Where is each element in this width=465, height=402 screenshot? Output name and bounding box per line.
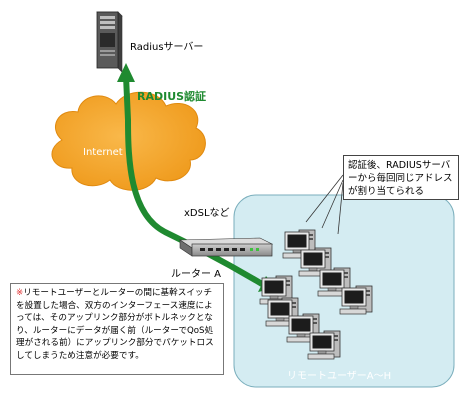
radius-auth-arrow [123,73,265,287]
address-assignment-note: 認証後、RADIUSサーバーから毎回同じアドレスが割り当てられる [343,155,459,200]
radius-server-label: Radiusサーバー [130,42,204,53]
router-a-label: ルーター A [171,269,222,280]
arrow-head-top [117,63,135,82]
callout-line [337,182,344,235]
internet-label: Internet [83,147,123,158]
desktop-pc-icon [307,330,341,360]
xdsl-label: xDSLなど [184,208,230,219]
note-text: リモートユーザーとルーターの間に基幹スイッチを設置した場合、双方のインターフェー… [16,288,214,361]
note-asterisk: ※ [16,288,24,298]
server-tower-icon [96,11,123,73]
callout-line [321,179,344,229]
bottleneck-warning-note: ※リモートユーザーとルーターの間に基幹スイッチを設置した場合、双方のインターフェ… [10,283,224,375]
remote-users-label: リモートユーザーA～H [287,371,392,382]
callout-line [305,174,344,223]
desktop-pc-icon [339,285,373,315]
router-icon [179,237,274,257]
radius-auth-label: RADIUS認証 [137,90,207,103]
